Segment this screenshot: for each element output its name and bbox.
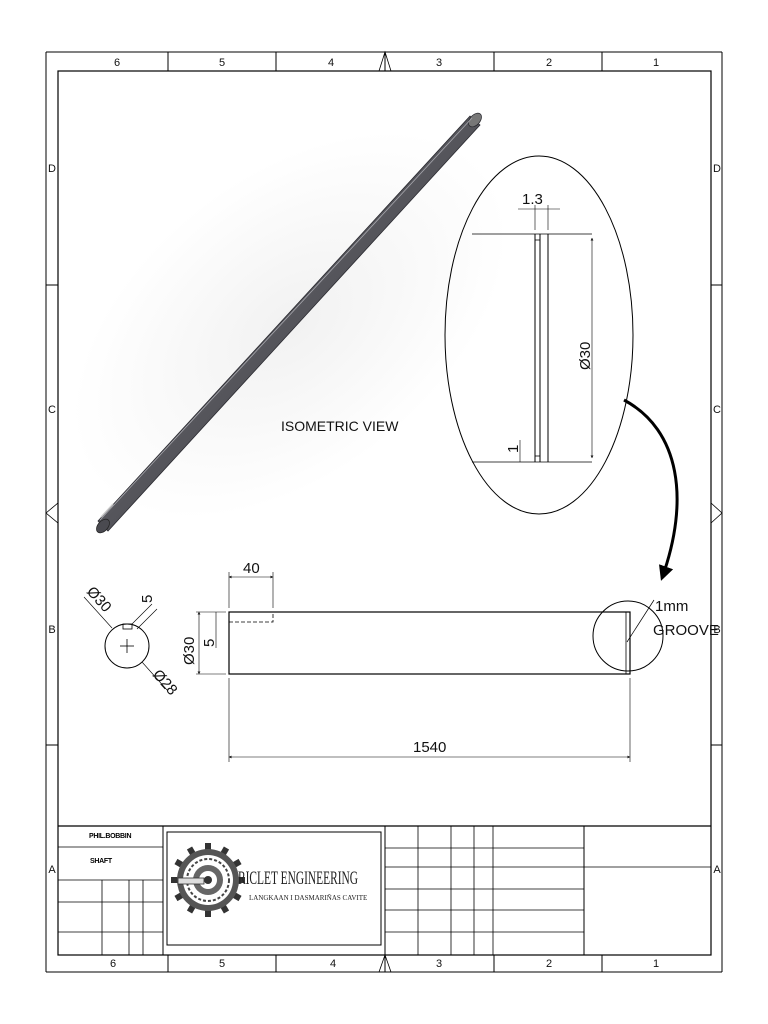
groove-note-line2: GROOVE [653,622,719,639]
end-view-dim-inner: Ø28 [149,666,181,698]
row-label: D [48,163,56,175]
zone-label: 4 [330,958,336,970]
zone-label: 5 [219,57,225,69]
groove-note-line1: 1mm [655,598,688,615]
detail-dim-groove-width: 1.3 [522,191,543,208]
row-label: B [713,624,720,636]
isometric-view: ISOMETRIC VIEW [72,112,508,534]
row-labels-left: D C B A [48,163,56,876]
detail-callout-arrow [623,398,679,581]
company-name: RICLET ENGINEERING [238,868,358,889]
side-view-dim-key: 5 [201,639,218,647]
zone-labels-top: 6 5 4 3 2 1 [114,57,659,69]
drawn-by-value: PHIL.BOBBIN [89,833,131,840]
detail-view [444,155,634,515]
side-view-dim-length: 1540 [413,739,446,756]
zone-label: 1 [653,57,659,69]
side-view [196,572,664,762]
zone-label: 3 [436,958,442,970]
row-label: A [48,864,56,876]
part-name-value: SHAFT [90,858,113,865]
company-address: LANGKAAN I DASMARIÑAS CAVITE [249,894,367,902]
zone-label: 5 [219,958,225,970]
row-label: B [48,624,55,636]
row-label: C [48,404,56,416]
zone-label: 2 [546,958,552,970]
detail-dim-groove-depth: 1 [505,445,522,453]
side-view-dim-keyway-length: 40 [243,560,260,577]
company-logo [171,843,245,917]
end-view-dim-outer: Ø30 [83,583,115,615]
zone-label: 3 [436,57,442,69]
zone-label: 1 [653,958,659,970]
shaft-3d-model [96,112,482,534]
end-view [83,596,168,691]
isometric-view-label: ISOMETRIC VIEW [281,418,399,434]
row-label: A [713,864,721,876]
detail-dim-diameter: Ø30 [577,342,594,370]
row-label: D [713,163,721,175]
zone-labels-bottom: 6 5 4 3 2 1 [110,958,659,970]
end-view-dim-key: 5 [139,595,156,603]
zone-label: 6 [114,57,120,69]
zone-label: 4 [328,57,334,69]
zone-label: 6 [110,958,116,970]
side-view-dim-diameter: Ø30 [181,637,198,665]
row-label: C [713,404,721,416]
row-labels-right: D C B A [713,163,721,876]
zone-label: 2 [546,57,552,69]
title-block [58,825,711,955]
